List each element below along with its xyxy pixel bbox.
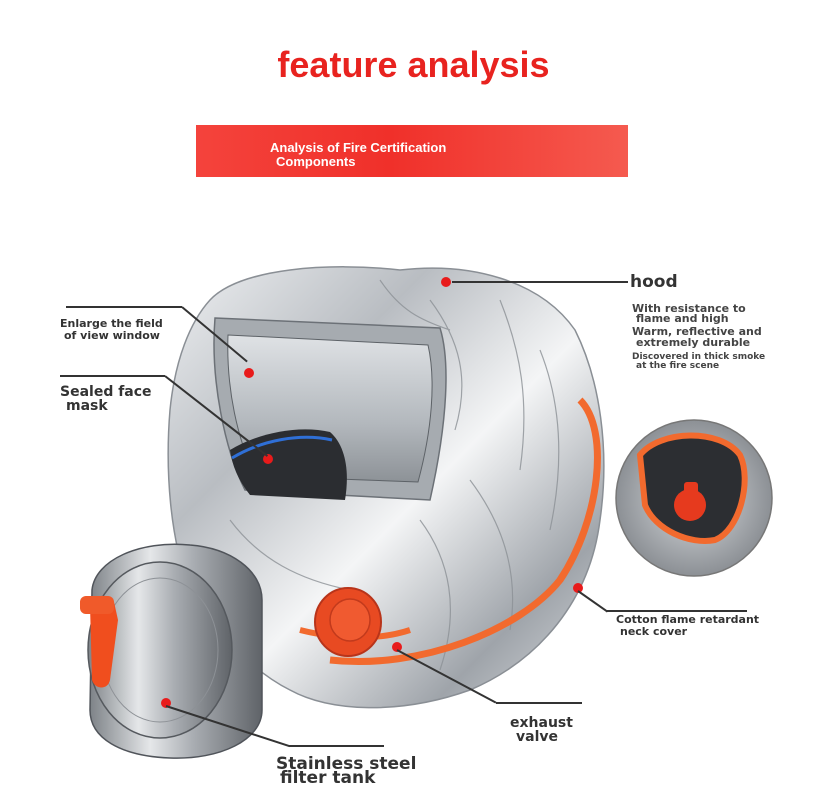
page-title: feature analysis [277, 44, 550, 85]
exhaust-valve-line-1: exhaust [510, 715, 573, 731]
view-window-line-1: Enlarge the field [60, 317, 163, 330]
hood-desc-6: at the fire scene [636, 361, 720, 371]
marker-view-window [244, 368, 254, 378]
marker-neck-cover [573, 583, 583, 593]
banner-line-1: Analysis of Fire Certification [270, 140, 447, 155]
marker-filter-tank [161, 698, 171, 708]
leader-neck-cover-h [607, 610, 747, 612]
face-mask-line-1: Sealed face [60, 384, 152, 400]
leader-exhaust-valve-h [496, 702, 582, 704]
label-neck-cover: Cotton flame retardant neck cover [616, 614, 759, 638]
hood-desc-5: Discovered in thick smoke [632, 352, 766, 362]
leader-hood [452, 281, 628, 283]
label-face-mask: Sealed face mask [60, 385, 152, 413]
header-banner: Analysis of Fire Certification Component… [196, 125, 628, 177]
view-window-line-2: of view window [64, 329, 160, 342]
neck-cover-line-1: Cotton flame retardant [616, 613, 760, 626]
leader-view-window-h [66, 306, 182, 308]
label-hood-desc: With resistance to flame and high Warm, … [632, 302, 766, 371]
marker-face-mask [263, 454, 273, 464]
banner-line-2: Components [276, 154, 356, 169]
hood-desc-1: With resistance to [632, 302, 746, 315]
filter-tank-line-2: filter tank [280, 768, 376, 788]
filter-tank-line-1: Stainless steel [276, 754, 417, 774]
label-view-window: Enlarge the field of view window [60, 318, 163, 342]
hood-desc-2: flame and high [636, 312, 729, 325]
marker-exhaust-valve [392, 642, 402, 652]
hood-desc-4: extremely durable [636, 336, 751, 349]
label-hood-title: hood [630, 272, 678, 292]
leader-face-mask-h [60, 375, 165, 377]
neck-cover-line-2: neck cover [620, 625, 688, 638]
banner-text: Analysis of Fire Certification Component… [270, 141, 446, 169]
label-filter-tank: Stainless steel filter tank [276, 754, 417, 788]
label-exhaust-valve: exhaust valve [510, 716, 573, 744]
exhaust-valve-line-2: valve [516, 729, 558, 745]
marker-hood [441, 277, 451, 287]
leader-filter-tank-h [289, 745, 384, 747]
face-mask-line-2: mask [66, 398, 108, 414]
hood-desc-3: Warm, reflective and [632, 325, 762, 338]
